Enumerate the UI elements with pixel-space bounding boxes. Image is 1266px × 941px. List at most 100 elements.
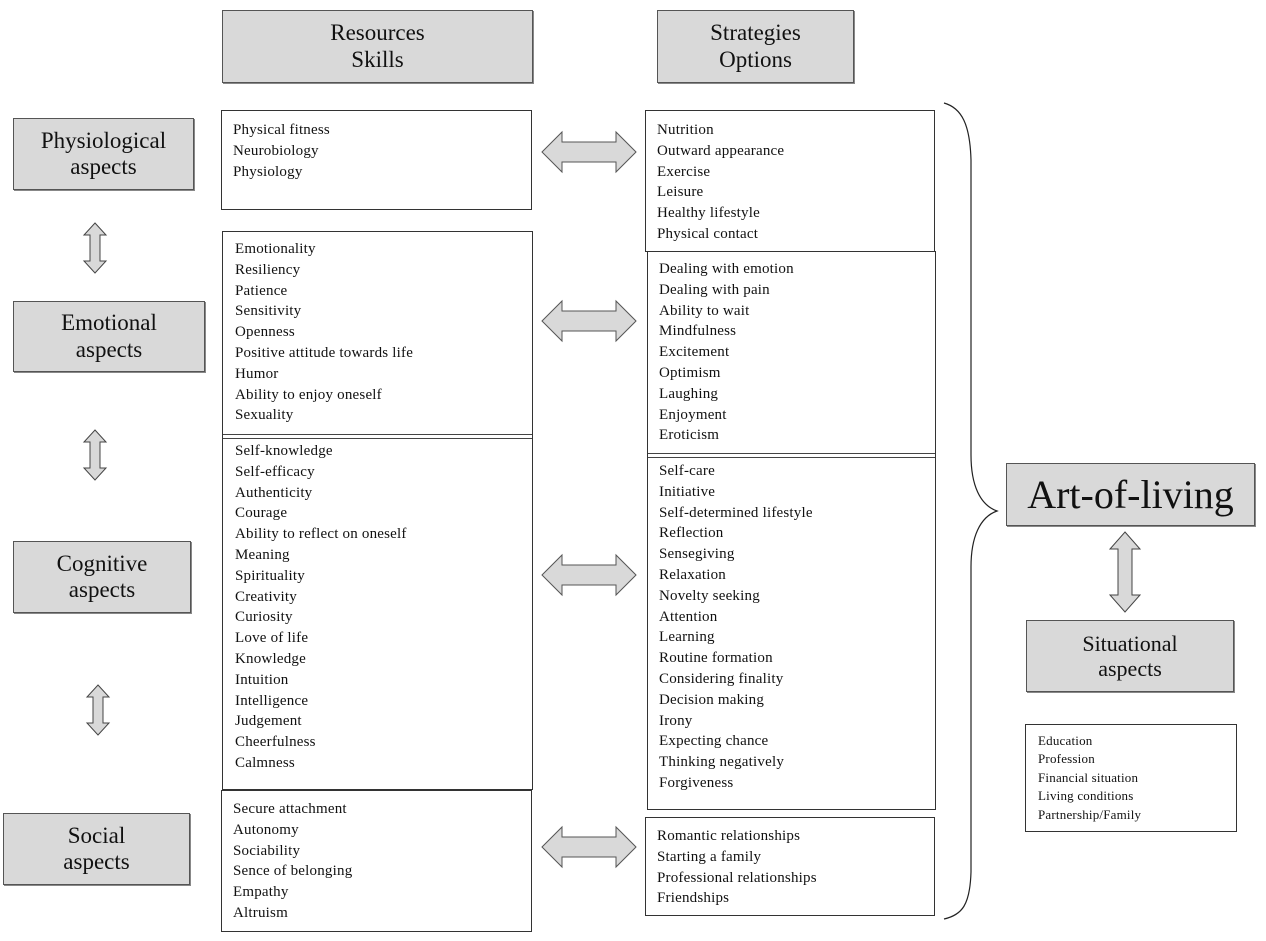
aspect-label-2: aspects <box>68 577 136 602</box>
resources-emotional-list: Emotionality Resiliency Patience Sensiti… <box>235 239 413 426</box>
list-item: Mindfulness <box>659 323 737 340</box>
section-divider <box>223 434 532 439</box>
list-item: Thinking negatively <box>659 754 785 771</box>
list-item: Self-determined lifestyle <box>659 504 813 521</box>
list-item: Dealing with pain <box>659 281 770 298</box>
horizontal-double-arrow-icon <box>541 825 637 869</box>
cognitive-aspects-box: Cognitive aspects <box>13 541 191 613</box>
strategies-emotional-cognitive-box: Dealing with emotion Dealing with pain A… <box>647 251 936 810</box>
social-aspects-box: Social aspects <box>3 813 190 885</box>
list-item: Profession <box>1038 751 1095 767</box>
list-item: Routine formation <box>659 650 773 667</box>
list-item: Curiosity <box>235 609 293 626</box>
list-item: Enjoyment <box>659 406 727 423</box>
resources-physiological-box: Physical fitness Neurobiology Physiology <box>221 110 532 210</box>
list-item: Emotionality <box>235 241 316 257</box>
list-item: Nutrition <box>657 122 714 138</box>
list-item: Financial situation <box>1038 769 1139 785</box>
list-item: Sexuality <box>235 407 294 424</box>
strategies-cognitive-list: Self-care Initiative Self-determined lif… <box>659 461 813 794</box>
list-item: Humor <box>235 365 279 382</box>
strategies-options-header: Strategies Options <box>657 10 854 83</box>
list-item: Initiative <box>659 483 716 500</box>
vertical-double-arrow-icon <box>1108 531 1142 613</box>
resources-physiological-list: Physical fitness Neurobiology Physiology <box>233 120 531 182</box>
strategies-emotional-list: Dealing with emotion Dealing with pain A… <box>659 259 794 446</box>
aspect-label-2: aspects <box>1098 656 1162 681</box>
resources-social-box: Secure attachment Autonomy Sociability S… <box>221 790 532 932</box>
aspect-label-2: aspects <box>63 849 130 874</box>
strategies-social-list: Romantic relationships Starting a family… <box>657 826 934 909</box>
list-item: Starting a family <box>657 848 762 865</box>
vertical-double-arrow-icon <box>82 429 108 481</box>
list-item: Forgiveness <box>659 774 734 791</box>
list-item: Intelligence <box>235 692 309 709</box>
list-item: Authenticity <box>235 484 313 501</box>
list-item: Partnership/Family <box>1038 806 1142 822</box>
list-item: Dealing with emotion <box>659 261 794 277</box>
art-of-living-title: Art-of-living <box>1027 471 1234 517</box>
list-item: Physical fitness <box>233 122 330 138</box>
horizontal-double-arrow-icon <box>541 553 637 597</box>
list-item: Excitement <box>659 344 730 361</box>
list-item: Resiliency <box>235 261 301 278</box>
list-item: Physical contact <box>657 225 759 242</box>
resources-social-list: Secure attachment Autonomy Sociability S… <box>233 799 531 924</box>
list-item: Creativity <box>235 588 297 605</box>
list-item: Optimism <box>659 364 721 381</box>
list-item: Empathy <box>233 884 289 901</box>
strategies-social-box: Romantic relationships Starting a family… <box>645 817 935 916</box>
header-line-1: Resources <box>330 20 425 46</box>
list-item: Exercise <box>657 163 711 180</box>
horizontal-double-arrow-icon <box>541 130 637 174</box>
resources-emotional-cognitive-box: Emotionality Resiliency Patience Sensiti… <box>222 231 533 790</box>
list-item: Romantic relationships <box>657 828 801 844</box>
list-item: Cheerfulness <box>235 734 316 751</box>
list-item: Meaning <box>235 546 290 563</box>
list-item: Professional relationships <box>657 869 817 886</box>
art-of-living-box: Art-of-living <box>1006 463 1255 526</box>
section-divider <box>648 453 935 458</box>
list-item: Friendships <box>657 890 730 907</box>
list-item: Ability to wait <box>659 302 750 319</box>
list-item: Courage <box>235 505 288 522</box>
list-item: Irony <box>659 712 693 729</box>
list-item: Altruism <box>233 904 288 921</box>
list-item: Laughing <box>659 385 719 402</box>
aspect-label-1: Emotional <box>61 310 157 336</box>
header-line-2: Options <box>719 46 792 72</box>
list-item: Sociability <box>233 842 301 859</box>
list-item: Self-knowledge <box>235 443 333 459</box>
vertical-double-arrow-icon <box>85 684 111 736</box>
list-item: Secure attachment <box>233 801 347 817</box>
physiological-aspects-box: Physiological aspects <box>13 118 194 190</box>
list-item: Sensegiving <box>659 546 735 563</box>
aspect-label-1: Physiological <box>40 127 167 153</box>
list-item: Eroticism <box>659 427 720 444</box>
list-item: Physiology <box>233 163 303 180</box>
list-item: Living conditions <box>1038 788 1134 804</box>
list-item: Education <box>1038 733 1093 748</box>
list-item: Considering finality <box>659 670 784 687</box>
situational-factors-list: Education Profession Financial situation… <box>1038 732 1236 824</box>
list-item: Expecting chance <box>659 733 769 750</box>
list-item: Openness <box>235 324 295 341</box>
list-item: Decision making <box>659 691 765 708</box>
list-item: Ability to enjoy oneself <box>235 386 382 403</box>
list-item: Reflection <box>659 525 724 542</box>
list-item: Self-care <box>659 463 715 479</box>
strategies-physiological-list: Nutrition Outward appearance Exercise Le… <box>657 120 934 245</box>
curly-brace-icon <box>943 102 999 920</box>
aspect-label-2: aspects <box>70 154 137 179</box>
list-item: Ability to reflect on oneself <box>235 526 407 543</box>
header-line-2: Skills <box>351 46 404 72</box>
list-item: Intuition <box>235 671 289 688</box>
list-item: Calmness <box>235 754 295 771</box>
list-item: Sensitivity <box>235 303 302 320</box>
vertical-double-arrow-icon <box>82 222 108 274</box>
list-item: Learning <box>659 629 715 646</box>
emotional-aspects-box: Emotional aspects <box>13 301 205 372</box>
list-item: Healthy lifestyle <box>657 205 760 222</box>
situational-factors-box: Education Profession Financial situation… <box>1025 724 1237 832</box>
list-item: Neurobiology <box>233 142 319 159</box>
